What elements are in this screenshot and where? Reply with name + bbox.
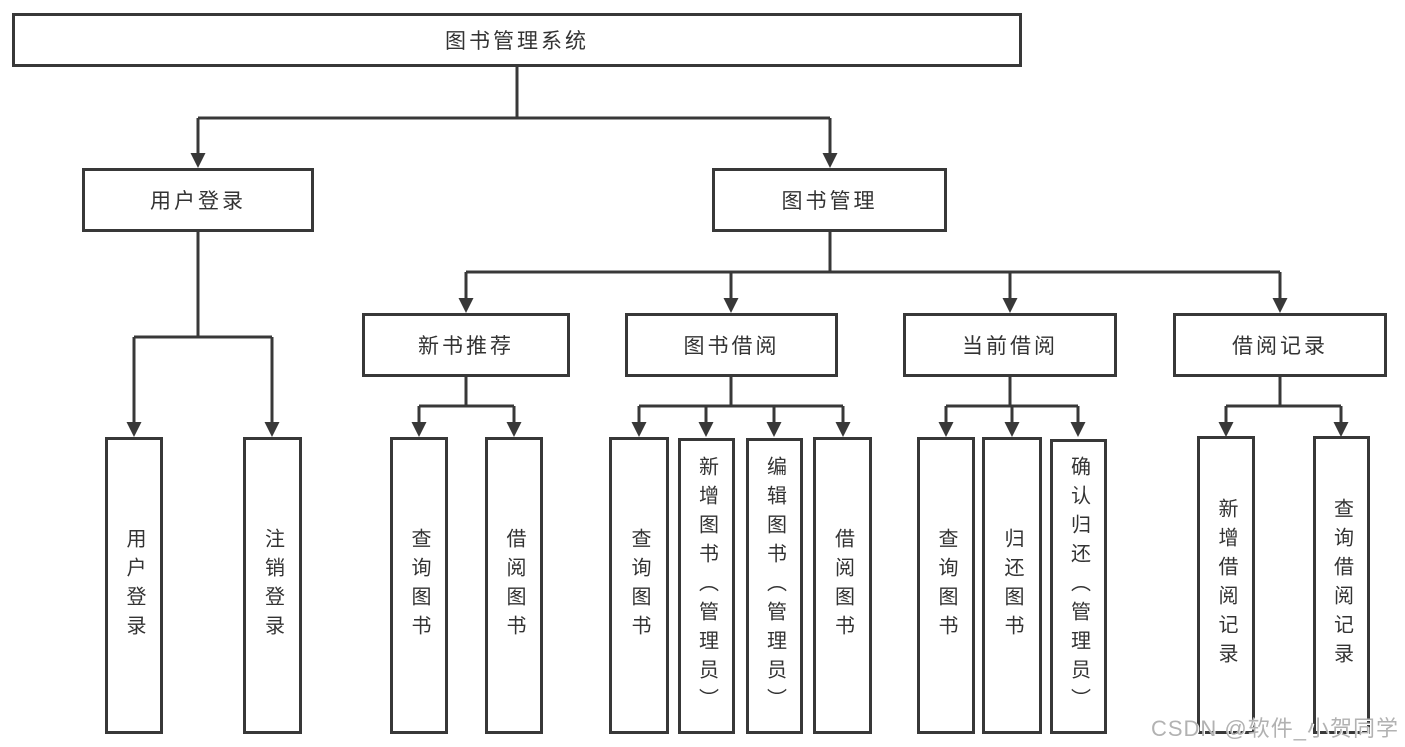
leaf-add-books-admin: 新增图书（管理员） [678, 438, 735, 734]
leaf-query-books-recommend: 查询图书 [390, 437, 448, 734]
leaf-label: 查询图书 [628, 527, 650, 644]
node-new-book-recommendation: 新书推荐 [362, 313, 570, 377]
leaf-user-login: 用户登录 [105, 437, 163, 734]
leaf-label: 注销登录 [261, 527, 284, 644]
leaf-label: 查询图书 [408, 527, 430, 644]
node-book-management: 图书管理 [712, 168, 947, 232]
leaf-label: 归还图书 [1001, 527, 1023, 644]
node-book-borrowing: 图书借阅 [625, 313, 838, 377]
watermark: CSDN @软件_小贺同学 [1150, 716, 1399, 741]
node-borrowing-records: 借阅记录 [1173, 313, 1387, 377]
leaf-label: 新增借阅记录 [1215, 498, 1237, 672]
leaf-logout-login: 注销登录 [243, 437, 302, 734]
node-user-login: 用户登录 [82, 168, 314, 232]
leaf-label: 查询图书 [935, 527, 957, 644]
leaf-borrow-books-recommend: 借阅图书 [485, 437, 543, 734]
leaf-confirm-return-admin: 确认归还（管理员） [1050, 439, 1107, 734]
leaf-label: 借阅图书 [503, 527, 525, 644]
leaf-query-borrow-record: 查询借阅记录 [1313, 436, 1370, 734]
leaf-label: 确认归还（管理员） [1067, 456, 1090, 717]
leaf-label: 用户登录 [123, 527, 145, 644]
node-library-management-system: 图书管理系统 [12, 13, 1022, 67]
leaf-label: 新增图书（管理员） [695, 455, 718, 717]
leaf-add-borrow-record: 新增借阅记录 [1197, 436, 1255, 734]
leaf-return-books: 归还图书 [982, 437, 1042, 734]
leaf-query-books-borrowing: 查询图书 [609, 437, 669, 734]
node-current-borrowing: 当前借阅 [903, 313, 1117, 377]
leaf-label: 借阅图书 [831, 527, 854, 644]
leaf-edit-books-admin: 编辑图书（管理员） [746, 438, 803, 734]
leaf-borrow-books-borrowing: 借阅图书 [813, 437, 872, 734]
leaf-label: 编辑图书（管理员） [763, 455, 786, 717]
leaf-label: 查询借阅记录 [1330, 498, 1353, 672]
leaf-query-books-current: 查询图书 [917, 437, 975, 734]
